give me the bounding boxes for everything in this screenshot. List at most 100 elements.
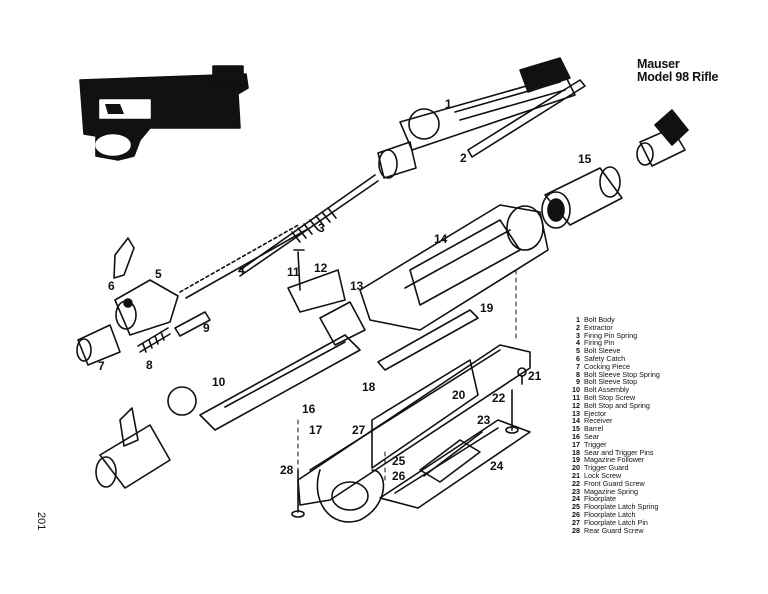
legend-number: 3 [576,330,580,340]
bolt-front-end [636,109,689,167]
legend-part-name: Lock Screw [584,470,622,480]
legend-row: 14 Receiver [566,417,660,425]
legend-part-name: Sear and Trigger Pins [584,447,654,457]
legend-number: 16 [572,431,580,441]
receiver [359,204,549,331]
rear-guard-screw [291,469,305,518]
callout-23: 23 [477,413,491,427]
legend-number: 20 [572,463,580,473]
legend-part-name: Sear [584,431,600,441]
legend-part-name: Firing Pin [584,338,615,348]
legend-number: 22 [572,478,580,488]
front-guard-screw [505,389,519,434]
legend-number: 4 [576,338,580,348]
legend-number: 1 [576,315,580,324]
page-number: 201 [35,512,47,531]
legend-part-name: Bolt Sleeve Stop [584,377,638,387]
legend-part-name: Floorplate Latch [584,509,636,519]
legend-part-name: Trigger [584,439,607,449]
floorplate [379,419,531,509]
legend-row: 4 Firing Pin [566,339,660,347]
legend-part-name: Rear Guard Screw [584,525,644,535]
legend-number: 6 [576,353,580,363]
diagram-title: Mauser Model 98 Rifle [637,58,718,84]
legend-row: 25 Floorplate Latch Spring [566,503,660,511]
callout-13: 13 [350,279,364,293]
callout-12: 12 [314,261,328,275]
callout-7: 7 [98,359,105,373]
callout-26: 26 [392,469,406,483]
callout-3: 3 [318,221,325,235]
bolt-stop [287,249,366,346]
legend-part-name: Receiver [584,416,613,426]
sleeve-stop-spring [137,327,171,353]
callout-10: 10 [212,375,226,389]
legend-number: 24 [572,494,580,504]
callout-numbers: 1 2 3 4 5 6 7 8 9 10 11 12 13 14 15 16 1… [98,97,592,483]
bolt-body [377,57,576,179]
legend-part-name: Bolt Stop and Spring [584,400,650,410]
legend-number: 5 [576,346,580,356]
callout-15: 15 [578,152,592,166]
legend-part-name: Floorplate Latch Pin [584,517,648,527]
trigger-guard [297,344,531,523]
lock-screw [517,367,527,385]
magazine-spring [419,431,483,483]
callout-27: 27 [352,423,366,437]
legend-part-name: Floorplate Latch Spring [584,502,659,512]
callout-28: 28 [280,463,294,477]
callout-18: 18 [362,380,376,394]
legend-part-name: Bolt Sleeve [584,346,621,356]
legend-number: 11 [572,392,580,402]
callout-11: 11 [287,265,300,279]
legend-part-name: Safety Catch [584,353,626,363]
legend-number: 7 [576,361,580,371]
legend-number: 10 [572,385,580,395]
legend-row: 6 Safety Catch [566,355,660,363]
callout-5: 5 [155,267,162,281]
callout-9: 9 [203,321,210,335]
legend-part-name: Magazine Spring [584,486,638,496]
callout-17: 17 [309,423,323,437]
magazine-follower [377,309,479,371]
legend-part-name: Bolt Body [584,315,615,324]
callout-8: 8 [146,358,153,372]
legend-number: 8 [576,369,580,379]
callout-6: 6 [108,279,115,293]
callout-19: 19 [480,301,494,315]
legend-part-name: Front Guard Screw [584,478,645,488]
bolt-assembly [95,334,361,489]
legend-number: 9 [576,377,580,387]
legend-number: 13 [572,408,580,418]
legend-part-name: Bolt Sleeve Stop Spring [584,369,660,379]
callout-22: 22 [492,391,506,405]
legend-number: 2 [576,322,580,332]
firing-pin-spring [239,174,379,277]
legend-part-name: Firing Pin Spring [584,330,638,340]
legend-part-name: Ejector [584,408,607,418]
callout-16: 16 [302,402,316,416]
firing-pin [179,223,307,299]
legend-row: 1 Bolt Body [566,316,660,324]
legend-part-name: Trigger Guard [584,463,629,473]
callout-20: 20 [452,388,466,402]
legend-part-name: Cocking Piece [584,361,630,371]
legend-number: 25 [572,502,580,512]
bolt-sleeve [114,279,179,336]
callout-2: 2 [460,151,467,165]
legend-row: 9 Bolt Sleeve Stop [566,378,660,386]
legend-number: 14 [572,416,580,426]
legend-part-name: Floorplate [584,494,616,504]
callout-24: 24 [490,459,504,473]
